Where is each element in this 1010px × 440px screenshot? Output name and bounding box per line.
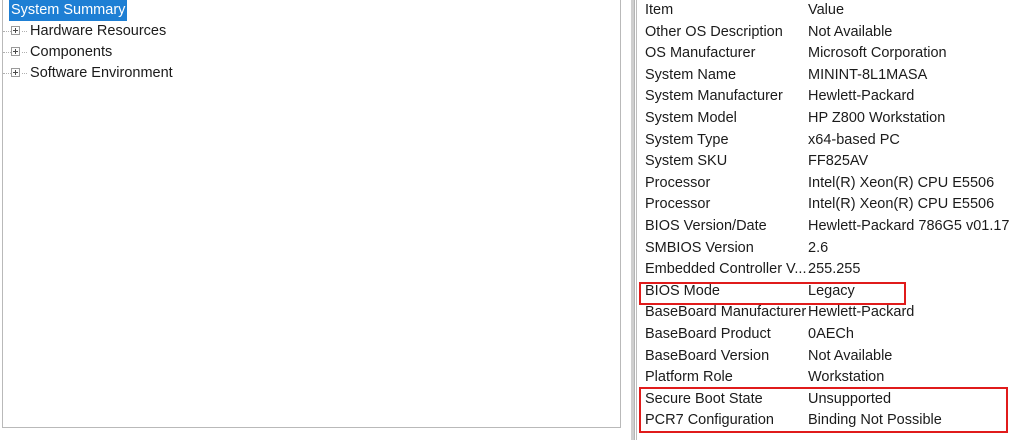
tree-item-software-environment[interactable]: Software Environment [3,63,620,84]
row-item-value: Unsupported [808,390,892,407]
table-row[interactable]: SMBIOS Version 2.6 [637,238,1010,260]
row-item-value: HP Z800 Workstation [808,109,946,126]
tree-item-label: Hardware Resources [30,23,167,39]
table-row[interactable]: Platform Role Workstation [637,367,1010,389]
row-item-value: Not Available [808,347,893,364]
row-item-value: x64-based PC [808,131,900,148]
row-item-label: Other OS Description [645,23,783,40]
row-item-value: Legacy [808,282,855,299]
row-item-value: Binding Not Possible [808,412,942,429]
system-summary-details-list[interactable]: Item Value Other OS Description Not Avai… [636,0,1010,440]
expand-plus-icon[interactable] [11,46,20,56]
row-item-value: 0AECh [808,325,854,342]
row-item-value: 255.255 [808,261,861,278]
panel-splitter-handle[interactable] [631,0,635,440]
table-row[interactable]: BaseBoard Manufacturer Hewlett-Packard [637,302,1010,324]
row-item-value: Microsoft Corporation [808,45,947,62]
row-item-label: System Manufacturer [645,88,783,105]
tree-connector-line [3,31,11,33]
table-row-bios-mode[interactable]: BIOS Mode Legacy [637,281,1010,303]
row-item-value: MININT-8L1MASA [808,66,928,83]
system-info-tree-panel[interactable]: System Summary Hardware Resources Compon… [2,0,621,428]
list-header-row[interactable]: Item Value [637,0,1010,22]
row-item-label: PCR7 Configuration [645,412,774,429]
row-item-value: Workstation [808,369,885,386]
tree-connector-line [22,52,27,54]
tree-item-label: Components [30,44,113,60]
row-item-value: Hewlett-Packard [808,304,915,321]
table-row[interactable]: BaseBoard Product 0AECh [637,324,1010,346]
table-row[interactable]: Processor Intel(R) Xeon(R) CPU E5506 [637,194,1010,216]
row-item-label: System SKU [645,153,728,170]
table-row-secure-boot-state[interactable]: Secure Boot State Unsupported [637,389,1010,411]
expand-plus-icon[interactable] [11,67,20,77]
column-header-item[interactable]: Item [645,2,674,18]
table-row[interactable]: BaseBoard Version Not Available [637,346,1010,368]
expand-plus-icon[interactable] [11,25,20,35]
row-item-label: OS Manufacturer [645,45,756,62]
row-item-label: System Type [645,131,729,148]
tree-item-label: Software Environment [30,65,173,81]
row-item-value: Not Available [808,23,893,40]
table-row[interactable]: BIOS Version/Date Hewlett-Packard 786G5 … [637,216,1010,238]
row-item-label: BaseBoard Product [645,325,771,342]
row-item-value: Intel(R) Xeon(R) CPU E5506 [808,174,995,191]
row-item-label: System Name [645,66,737,83]
row-item-label: BIOS Version/Date [645,217,767,234]
row-item-label: Platform Role [645,369,733,386]
table-row[interactable]: System Type x64-based PC [637,130,1010,152]
table-row[interactable]: System Model HP Z800 Workstation [637,108,1010,130]
table-row[interactable]: Embedded Controller V... 255.255 [637,259,1010,281]
tree-connector-line [22,73,27,75]
panel-splitter[interactable] [624,0,632,440]
tree-item-components[interactable]: Components [3,42,620,63]
row-item-label: SMBIOS Version [645,239,754,256]
row-item-value: FF825AV [808,153,869,170]
row-item-label: BaseBoard Version [645,347,770,364]
table-row[interactable]: Processor Intel(R) Xeon(R) CPU E5506 [637,173,1010,195]
row-item-value: Hewlett-Packard [808,88,915,105]
table-row[interactable]: Other OS Description Not Available [637,22,1010,44]
row-item-value: 2.6 [808,239,829,256]
row-item-label: Embedded Controller V... [645,261,807,278]
row-item-value: Intel(R) Xeon(R) CPU E5506 [808,196,995,213]
tree-item-label: System Summary [9,0,128,21]
row-item-label: System Model [645,109,737,126]
tree-connector-line [3,73,11,75]
table-row-pcr7-configuration[interactable]: PCR7 Configuration Binding Not Possible [637,410,1010,432]
tree-item-hardware-resources[interactable]: Hardware Resources [3,21,620,42]
row-item-label: Secure Boot State [645,390,763,407]
tree-item-system-summary[interactable]: System Summary [3,0,620,21]
row-item-label: BaseBoard Manufacturer [645,304,807,321]
table-row[interactable]: OS Manufacturer Microsoft Corporation [637,43,1010,65]
tree-connector-line [3,52,11,54]
row-item-label: BIOS Mode [645,282,720,299]
row-item-label: Processor [645,196,711,213]
column-header-value[interactable]: Value [808,2,845,18]
row-item-value: Hewlett-Packard 786G5 v01.17, 8/ [808,217,1010,234]
table-row[interactable]: System Manufacturer Hewlett-Packard [637,86,1010,108]
table-row[interactable]: System Name MININT-8L1MASA [637,65,1010,87]
tree-connector-line [22,31,27,33]
table-row[interactable]: System SKU FF825AV [637,151,1010,173]
row-item-label: Processor [645,174,711,191]
